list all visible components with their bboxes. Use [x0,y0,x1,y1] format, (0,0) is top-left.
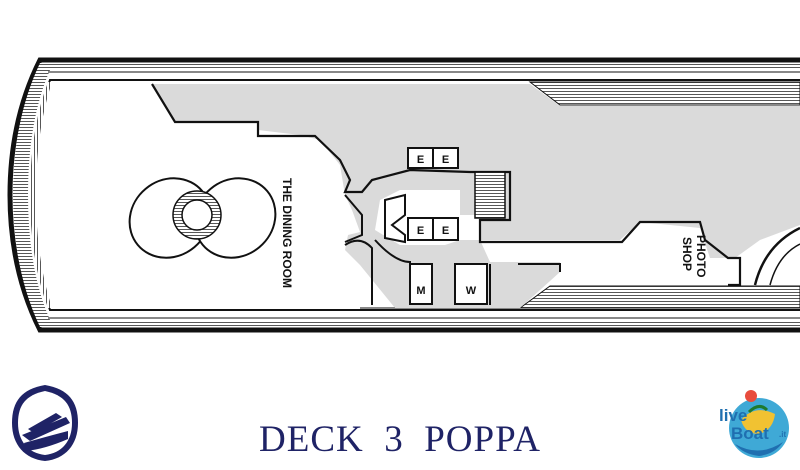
staircase [474,171,506,219]
elevator-bank-upper: E E [407,147,459,169]
liveboat-text-boat: Boat [731,424,769,443]
promenade-upper [528,81,800,106]
room-label-dining: THE DINING ROOM [280,178,294,288]
liveboat-text-suffix: .it [779,430,787,439]
photo-shop-curve [753,226,800,286]
hull-outline [7,57,800,333]
elevator-label: E [442,154,449,166]
elevator-label: E [417,225,424,237]
deck-title: DECK 3 POPPA [259,419,541,460]
elevator-bank-lower: E E [407,217,459,241]
stern-promenade [30,82,52,308]
restroom-women: W [454,263,488,305]
svg-text:W: W [466,285,477,297]
svg-text:M: M [416,285,425,297]
room-label-photo-line2: SHOP [680,237,694,271]
cruise-line-logo [12,385,78,461]
liveboat-logo: live Boat .it [715,384,795,464]
spiral-staircase [128,177,277,259]
room-label-photo-line1: PHOTO [694,235,708,277]
restroom-men: M [409,263,433,305]
elevator-label: E [417,154,424,166]
elevator-label: E [442,225,449,237]
liveboat-text-live: live [719,406,748,425]
